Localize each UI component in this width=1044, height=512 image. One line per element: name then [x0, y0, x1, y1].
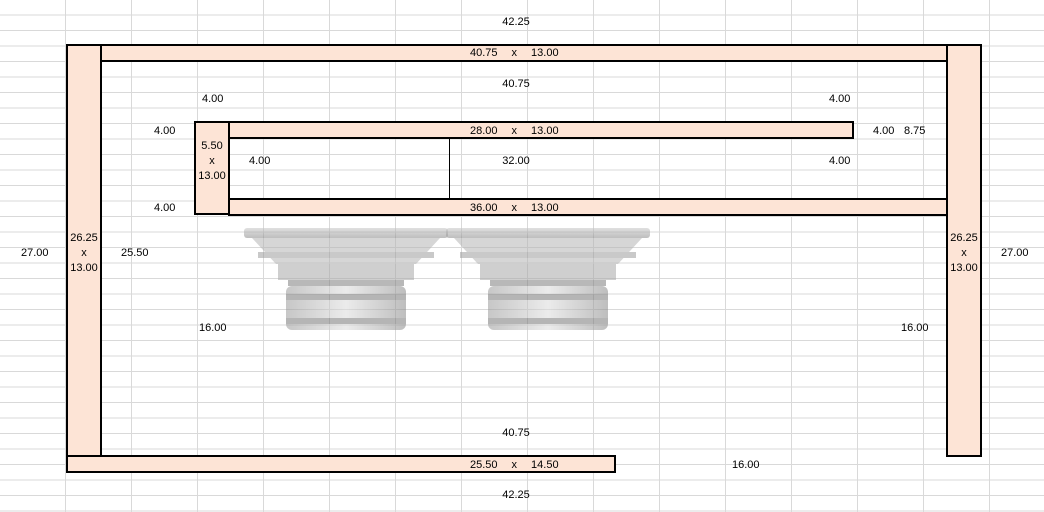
inner-mid-board-length: 36.00 — [470, 202, 498, 214]
inner-height-left-label: 25.50 — [121, 247, 149, 259]
bottom-board-length: 25.50 — [470, 459, 498, 471]
bottom-right-label: 16.00 — [732, 459, 760, 471]
subwoofer-left-image — [244, 228, 448, 330]
outer-width-top-label: 42.25 — [502, 16, 530, 28]
inner-width-bottom-label: 40.75 — [502, 427, 530, 439]
top-board-dims: 40.75 x 13.00 — [470, 47, 559, 59]
small-board-length: 5.50 — [201, 140, 223, 152]
bottom-board-dims: 25.50 x 14.50 — [470, 459, 559, 471]
right-board — [946, 44, 982, 457]
right-board-depth: 13.00 — [950, 262, 978, 274]
chamber-left-label: 4.00 — [249, 155, 271, 167]
top-gap-left-label: 4.00 — [202, 93, 224, 105]
inner-mid-board — [228, 198, 948, 216]
inner-width-top-label: 40.75 — [502, 78, 530, 90]
subwoofer-right-image — [446, 228, 650, 330]
left-board — [66, 44, 102, 457]
left-board-dims: 26.25 x 13.00 — [70, 231, 98, 276]
lower-right-label: 16.00 — [901, 322, 929, 334]
top-gap-right-label: 4.00 — [829, 93, 851, 105]
right-board-length: 26.25 — [950, 232, 978, 244]
inner-mid-board-depth: 13.00 — [531, 202, 559, 214]
right-gap2-label: 8.75 — [904, 125, 926, 137]
inner-top-board-length: 28.00 — [470, 125, 498, 137]
chamber-right-label: 4.00 — [829, 155, 851, 167]
left-board-depth: 13.00 — [70, 262, 98, 274]
top-board-length: 40.75 — [470, 47, 498, 59]
inner-top-board-dims: 28.00 x 13.00 — [470, 125, 559, 137]
left-board-x: x — [81, 247, 87, 259]
chamber-right-edge — [946, 139, 947, 199]
inner-mid-board-dims: 36.00 x 13.00 — [470, 202, 559, 214]
small-board-x: x — [209, 155, 215, 167]
inner-top-board-x: x — [511, 125, 518, 137]
inner-top-board — [228, 121, 854, 139]
right-gap-label: 4.00 — [873, 125, 895, 137]
inner-mid-board-x: x — [511, 202, 518, 214]
small-board-dims: 5.50 x 13.00 — [198, 139, 226, 184]
chamber-width-label: 32.00 — [502, 155, 530, 167]
small-board-depth: 13.00 — [198, 170, 226, 182]
right-board-dims: 26.25 x 13.00 — [950, 231, 978, 276]
lower-left-label: 16.00 — [199, 322, 227, 334]
bottom-board-x: x — [511, 459, 518, 471]
top-board-depth: 13.00 — [531, 47, 559, 59]
outer-height-right-label: 27.00 — [1001, 247, 1029, 259]
small-board — [194, 121, 230, 215]
outer-height-left-label: 27.00 — [21, 247, 49, 259]
top-board-x: x — [511, 47, 518, 59]
bottom-board — [66, 455, 616, 473]
chamber-divider — [449, 139, 450, 199]
inner-top-board-depth: 13.00 — [531, 125, 559, 137]
small-gap-bottom-label: 4.00 — [154, 202, 176, 214]
outer-width-bottom-label: 42.25 — [502, 489, 530, 501]
right-board-x: x — [961, 247, 967, 259]
left-board-length: 26.25 — [70, 232, 98, 244]
small-gap-top-label: 4.00 — [154, 125, 176, 137]
bottom-board-depth: 14.50 — [531, 459, 559, 471]
